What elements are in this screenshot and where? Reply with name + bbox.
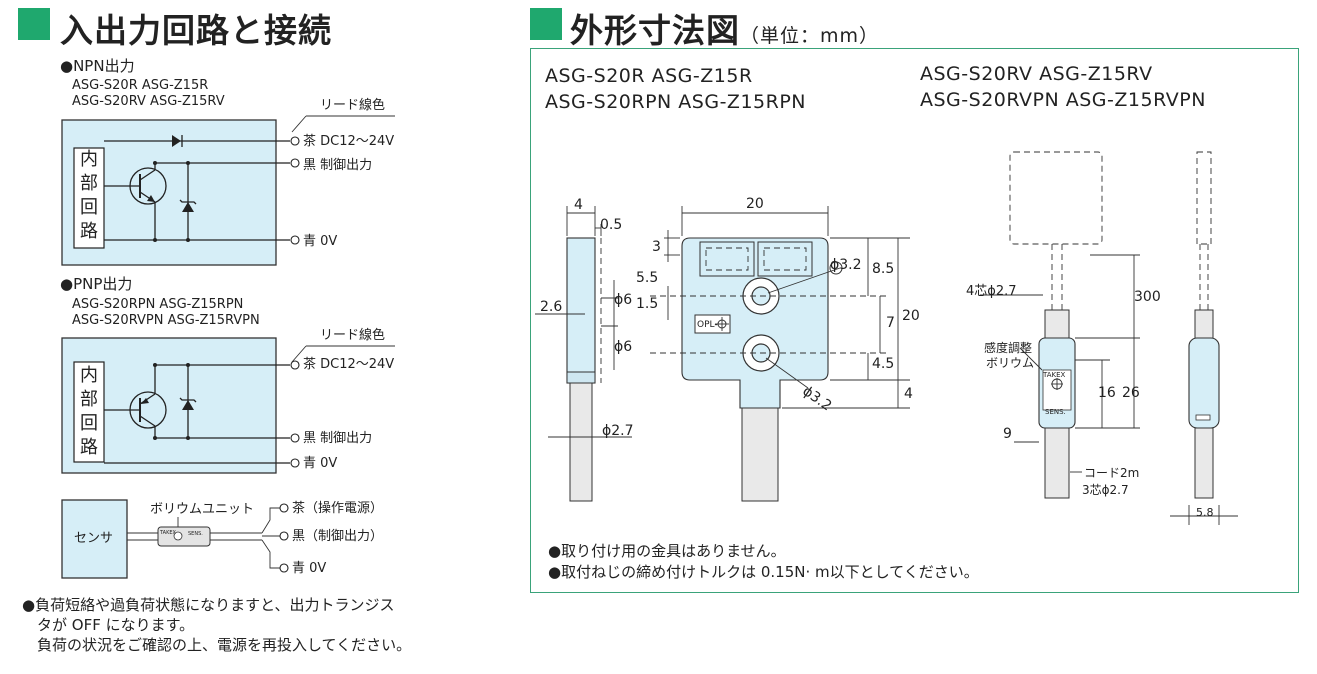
npn-circuit-diagram bbox=[61, 115, 395, 579]
dim-three-core: 3芯ϕ2.7 bbox=[1082, 483, 1129, 497]
npn-wire-black: 黒 制御出力 bbox=[303, 158, 373, 173]
io-circuit-title: 入出力回路と接続 bbox=[60, 11, 332, 50]
section-marker bbox=[18, 8, 50, 40]
sensor-label: センサ bbox=[74, 531, 114, 546]
models-b-1: ASG-S20RV ASG-Z15RV bbox=[920, 63, 1153, 85]
dim-front-1-5: 1.5 bbox=[636, 296, 659, 312]
dim-300: 300 bbox=[1134, 289, 1161, 305]
chip-sens-label: SENS. bbox=[188, 531, 203, 537]
pnp-wire-brown: 茶 DC12～24V bbox=[303, 357, 395, 372]
npn-lead-label: リード線色 bbox=[320, 98, 386, 113]
dim-26: 26 bbox=[1122, 385, 1140, 401]
adjust-label-2: ボリウム bbox=[986, 356, 1035, 370]
pnp-wire-black: 黒 制御出力 bbox=[303, 431, 373, 446]
dim-side-phi6-a: ϕ6 bbox=[614, 292, 633, 308]
dim-hole-a: ϕ3.2 bbox=[830, 257, 862, 273]
section-marker bbox=[530, 8, 562, 40]
dimension-drawing bbox=[535, 151, 1238, 525]
dim-front-4: 4 bbox=[904, 386, 913, 402]
unit-wire-brown: 茶（操作電源） bbox=[292, 501, 384, 516]
dim-side-offset: 0.5 bbox=[600, 217, 623, 233]
models-b-2: ASG-S20RVPN ASG-Z15RVPN bbox=[920, 89, 1206, 111]
dim-front-5-5: 5.5 bbox=[636, 270, 659, 286]
dim-front-20-side: 20 bbox=[902, 308, 920, 324]
pnp-lead-label: リード線色 bbox=[320, 328, 386, 343]
dim-side-cable: ϕ2.7 bbox=[602, 423, 634, 439]
left-note-2: タが OFF になります。 bbox=[22, 616, 195, 634]
pnp-heading: ●PNP出力 bbox=[60, 275, 133, 293]
npn-models-2: ASG-S20RV ASG-Z15RV bbox=[72, 94, 225, 109]
right-note-1: ●取り付け用の金具はありません。 bbox=[548, 542, 786, 560]
dim-front-3: 3 bbox=[652, 239, 661, 255]
models-a-2: ASG-S20RPN ASG-Z15RPN bbox=[545, 91, 806, 113]
unit-sens: SENS. bbox=[1045, 408, 1066, 416]
npn-wire-blue: 青 0V bbox=[303, 234, 338, 249]
pnp-internal-circuit-label: 内 部 回 路 bbox=[80, 365, 98, 458]
dimension-drawing-frame bbox=[530, 48, 1299, 593]
unit-wire-black: 黒（制御出力） bbox=[292, 529, 384, 544]
dim-9: 9 bbox=[1003, 426, 1012, 442]
dim-front-width: 20 bbox=[746, 196, 764, 212]
pnp-models-2: ASG-S20RVPN ASG-Z15RVPN bbox=[72, 313, 260, 328]
opl-label: OPL- bbox=[697, 320, 718, 330]
dim-side-width: 4 bbox=[574, 197, 583, 213]
left-note-1: ●負荷短絡や過負荷状態になりますと、出力トランジス bbox=[22, 596, 395, 614]
dim-cord: コード2m bbox=[1084, 466, 1140, 480]
adjust-label-1: 感度調整 bbox=[984, 341, 1033, 355]
dim-side-2-6: 2.6 bbox=[540, 299, 563, 315]
dim-four-core: 4芯ϕ2.7 bbox=[966, 284, 1017, 299]
unit-wire-blue: 青 0V bbox=[292, 561, 327, 576]
dim-side-phi6-b: ϕ6 bbox=[614, 339, 633, 355]
unit-takex: TAKEX bbox=[1043, 371, 1066, 379]
dimensions-title: 外形寸法図（単位：mm） bbox=[570, 11, 880, 50]
dim-front-4-5: 4.5 bbox=[872, 356, 895, 372]
dim-front-7: 7 bbox=[886, 315, 895, 331]
pnp-wire-blue: 青 0V bbox=[303, 456, 338, 471]
left-note-3: 負荷の状況をご確認の上、電源を再投入してください。 bbox=[22, 636, 412, 654]
volume-unit-label: ボリウムユニット bbox=[150, 502, 255, 517]
npn-heading: ●NPN出力 bbox=[60, 57, 135, 75]
pnp-models-1: ASG-S20RPN ASG-Z15RPN bbox=[72, 297, 244, 312]
npn-wire-brown: 茶 DC12～24V bbox=[303, 134, 395, 149]
right-note-2: ●取付ねじの締め付けトルクは 0.15N· m以下としてください。 bbox=[548, 563, 979, 581]
unit-note: （単位：mm） bbox=[740, 25, 880, 47]
dim-16: 16 bbox=[1098, 385, 1116, 401]
npn-models-1: ASG-S20R ASG-Z15R bbox=[72, 78, 209, 93]
chip-takex-label: TAKEX bbox=[160, 530, 176, 536]
dim-front-8-5: 8.5 bbox=[872, 261, 895, 277]
models-a-1: ASG-S20R ASG-Z15R bbox=[545, 65, 753, 87]
dim-5-8: 5.8 bbox=[1196, 506, 1214, 519]
npn-internal-circuit-label: 内 部 回 路 bbox=[80, 149, 98, 242]
